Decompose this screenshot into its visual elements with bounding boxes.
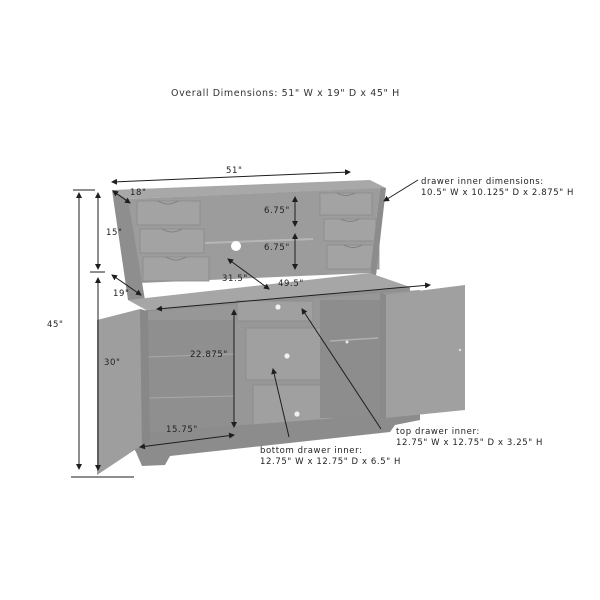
callout-bottom-drawer-title: bottom drawer inner: bbox=[260, 446, 363, 456]
lower-cabinet bbox=[97, 285, 465, 475]
label-cabinet-inner-height: 22.875" bbox=[190, 350, 228, 360]
callout-small-drawer-dims: 10.5" W x 10.125" D x 2.875" H bbox=[421, 188, 575, 198]
overall-dimensions-title: Overall Dimensions: 51" W x 19" D x 45" … bbox=[171, 88, 400, 99]
label-desk-depth-diagonal: 31.5" bbox=[222, 274, 248, 284]
callout-bottom-drawer: bottom drawer inner: 12.75" W x 12.75" D… bbox=[260, 446, 401, 468]
callout-bottom-drawer-dims: 12.75" W x 12.75" D x 6.5" H bbox=[260, 457, 402, 467]
dimension-lines bbox=[71, 169, 431, 478]
callout-top-drawer: top drawer inner: 12.75" W x 12.75" D x … bbox=[396, 427, 543, 449]
callout-small-drawer-title: drawer inner dimensions: bbox=[421, 177, 544, 187]
callout-small-drawer: drawer inner dimensions: 10.5" W x 10.12… bbox=[421, 177, 574, 199]
label-cubby-upper: 6.75" bbox=[264, 206, 290, 216]
label-desk-depth: 19" bbox=[113, 289, 130, 299]
label-top-depth: 18" bbox=[130, 188, 147, 198]
label-cubby-lower: 6.75" bbox=[264, 243, 290, 253]
callout-top-drawer-title: top drawer inner: bbox=[396, 427, 480, 437]
label-cabinet-inner-width: 15.75" bbox=[166, 425, 198, 435]
label-hutch-height: 15" bbox=[106, 228, 123, 238]
callout-top-drawer-dims: 12.75" W x 12.75" D x 3.25" H bbox=[396, 438, 544, 448]
label-top-width: 51" bbox=[226, 166, 243, 176]
label-desk-width: 49.5" bbox=[278, 279, 304, 289]
label-base-height: 30" bbox=[104, 358, 121, 368]
label-overall-height: 45" bbox=[47, 320, 64, 330]
hutch-section bbox=[112, 180, 386, 300]
